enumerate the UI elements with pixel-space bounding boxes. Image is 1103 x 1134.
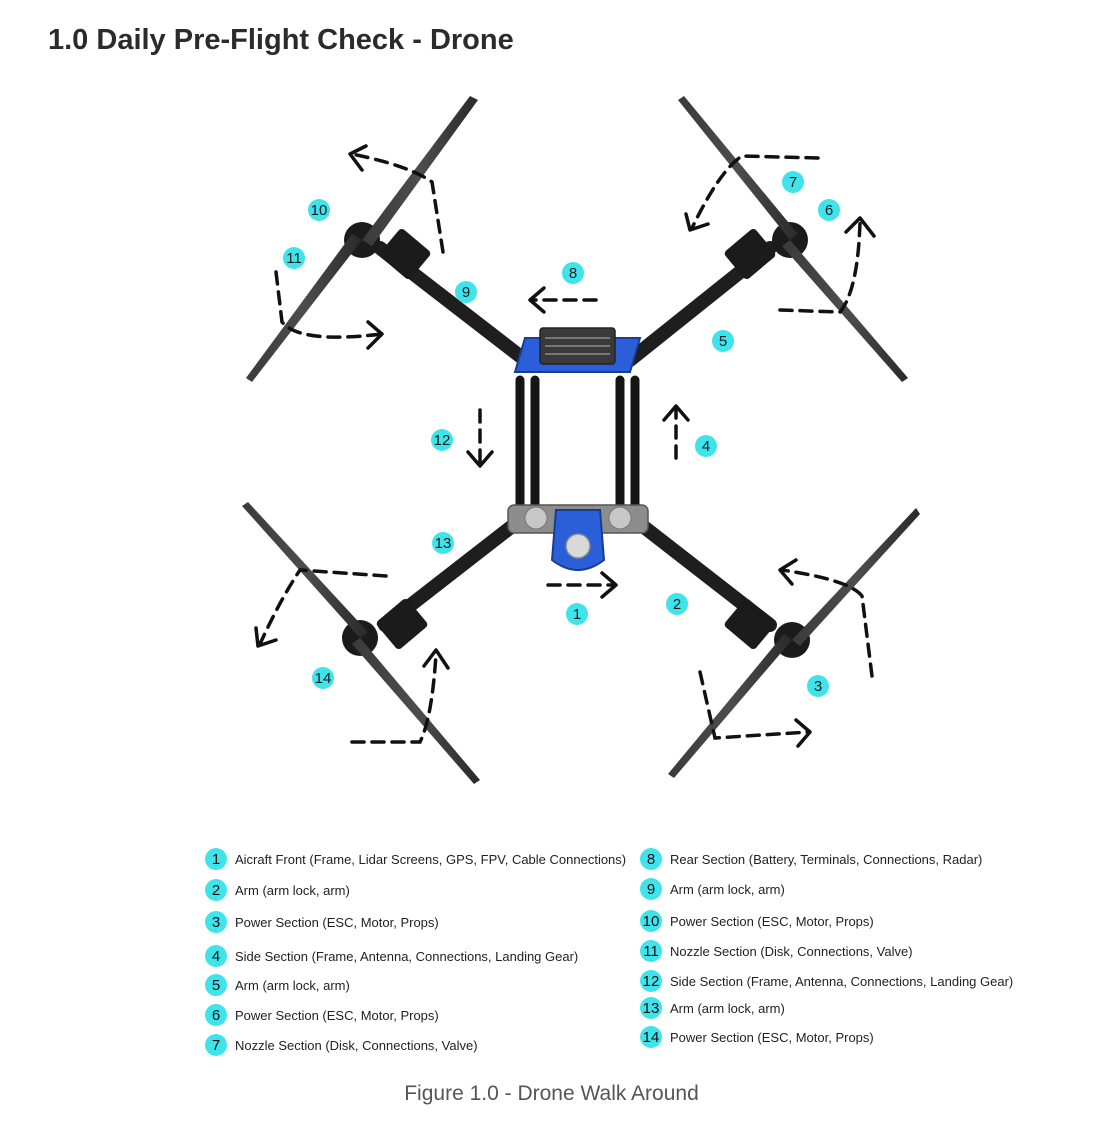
propeller-rear-right-b	[782, 240, 908, 382]
diagram-badge-10: 10	[308, 199, 330, 221]
diagram-badge-label: 2	[673, 596, 681, 613]
legend-item-7: 7 Nozzle Section (Disk, Connections, Valv…	[205, 1034, 478, 1056]
propeller-front-right-b	[668, 634, 792, 778]
legend-label: Nozzle Section (Disk, Connections, Valve…	[670, 943, 913, 959]
legend-number-badge: 10	[640, 910, 662, 932]
diagram-badge-2: 2	[666, 593, 688, 615]
legend-item-14: 14 Power Section (ESC, Motor, Props)	[640, 1026, 874, 1048]
legend-item-1: 1 Aicraft Front (Frame, Lidar Screens, GP…	[205, 848, 626, 870]
legend-label: Arm (arm lock, arm)	[235, 977, 350, 993]
legend-label: Side Section (Frame, Antenna, Connection…	[670, 973, 1014, 989]
arrow-6	[778, 220, 862, 314]
diagram-badge-label: 9	[462, 284, 470, 301]
arrow-heads	[254, 144, 876, 748]
legend-item-13: 13 Arm (arm lock, arm)	[640, 997, 785, 1019]
legend-item-2: 2 Arm (arm lock, arm)	[205, 879, 350, 901]
legend-item-9: 9 Arm (arm lock, arm)	[640, 878, 785, 900]
legend-label: Arm (arm lock, arm)	[670, 1000, 785, 1016]
drone-front-body	[507, 504, 649, 571]
legend-label: Arm (arm lock, arm)	[235, 882, 350, 898]
diagram-badge-label: 1	[573, 606, 581, 623]
arrow-14	[350, 652, 438, 744]
walk-around-arrows	[258, 152, 874, 744]
diagram-badge-label: 7	[789, 174, 797, 191]
propeller-front-left-b	[352, 638, 480, 784]
legend-label: Nozzle Section (Disk, Connections, Valve…	[235, 1037, 478, 1053]
drone-propellers	[242, 96, 920, 784]
drone-motors	[342, 222, 810, 658]
legend-number-badge: 3	[205, 911, 227, 933]
diagram-badge-8: 8	[562, 262, 584, 284]
diagram-badge-11: 11	[283, 247, 305, 269]
diagram-badge-1: 1	[566, 603, 588, 625]
legend-label: Aicraft Front (Frame, Lidar Screens, GPS…	[235, 851, 627, 867]
diagram-badge-14: 14	[312, 667, 334, 689]
legend-label: Side Section (Frame, Antenna, Connection…	[235, 948, 579, 964]
legend-label: Arm (arm lock, arm)	[670, 881, 785, 897]
legend-number-badge: 9	[640, 878, 662, 900]
diagram-badge-label: 12	[434, 432, 451, 449]
legend-item-12: 12 Side Section (Frame, Antenna, Connecti…	[640, 970, 1013, 992]
arrow-13	[258, 568, 388, 646]
legend-item-3: 3 Power Section (ESC, Motor, Props)	[205, 911, 439, 933]
diagram-badge-3: 3	[807, 675, 829, 697]
legend-item-5: 5 Arm (arm lock, arm)	[205, 974, 350, 996]
diagram-badge-label: 10	[311, 202, 328, 219]
legend-item-4: 4 Side Section (Frame, Antenna, Connectio…	[205, 945, 578, 967]
diagram-badge-label: 4	[702, 438, 710, 455]
diagram-badge-9: 9	[455, 281, 477, 303]
diagram-badge-7: 7	[782, 171, 804, 193]
diagram-badge-4: 4	[695, 435, 717, 457]
arrow-2	[780, 568, 874, 678]
propeller-rear-left-b	[246, 234, 362, 382]
page-title: 1.0 Daily Pre-Flight Check - Drone	[48, 24, 514, 56]
diagram-badge-label: 14	[315, 670, 332, 687]
propeller-rear-right-a	[678, 96, 798, 240]
legend-number-badge: 11	[640, 940, 662, 962]
legend-number-badge: 7	[205, 1034, 227, 1056]
drone-rear-body	[513, 327, 642, 373]
legend-item-11: 11 Nozzle Section (Disk, Connections, Val…	[640, 940, 913, 962]
legend-number-badge: 6	[205, 1004, 227, 1026]
arrow-3	[698, 670, 810, 740]
legend-label: Power Section (ESC, Motor, Props)	[670, 1029, 874, 1045]
diagram-badge-label: 13	[435, 535, 452, 552]
legend-number-badge: 5	[205, 974, 227, 996]
diagram-badge-label: 8	[569, 265, 577, 282]
diagram-badge-label: 11	[286, 250, 302, 267]
legend-label: Power Section (ESC, Motor, Props)	[670, 913, 874, 929]
legend-item-10: 10 Power Section (ESC, Motor, Props)	[640, 910, 874, 932]
legend-number-badge: 14	[640, 1026, 662, 1048]
figure-caption: Figure 1.0 - Drone Walk Around	[404, 1082, 699, 1105]
legend-item-8: 8 Rear Section (Battery, Terminals, Conne…	[640, 848, 982, 870]
legend-item-6: 6 Power Section (ESC, Motor, Props)	[205, 1004, 439, 1026]
arrow-11	[274, 270, 384, 339]
diagram-badge-label: 5	[719, 333, 727, 350]
legend-number-badge: 12	[640, 970, 662, 992]
diagram-badge-12: 12	[431, 429, 453, 451]
diagram-badge-label: 6	[825, 202, 833, 219]
legend-label: Power Section (ESC, Motor, Props)	[235, 1007, 439, 1023]
legend-number-badge: 8	[640, 848, 662, 870]
arrow-7	[690, 154, 820, 230]
propeller-rear-left-a	[362, 96, 478, 246]
legend-label: Power Section (ESC, Motor, Props)	[235, 914, 439, 930]
diagram-badge-5: 5	[712, 330, 734, 352]
legend-label: Rear Section (Battery, Terminals, Connec…	[670, 851, 983, 867]
diagram-badge-label: 3	[814, 678, 822, 695]
legend-number-badge: 13	[640, 997, 662, 1019]
legend-number-badge: 1	[205, 848, 227, 870]
diagram-badge-6: 6	[818, 199, 840, 221]
propeller-front-right-a	[792, 508, 920, 646]
legend-number-badge: 2	[205, 879, 227, 901]
arrow-10	[350, 152, 445, 254]
legend-number-badge: 4	[205, 945, 227, 967]
diagram-badge-13: 13	[432, 532, 454, 554]
drone-frame	[515, 375, 640, 510]
